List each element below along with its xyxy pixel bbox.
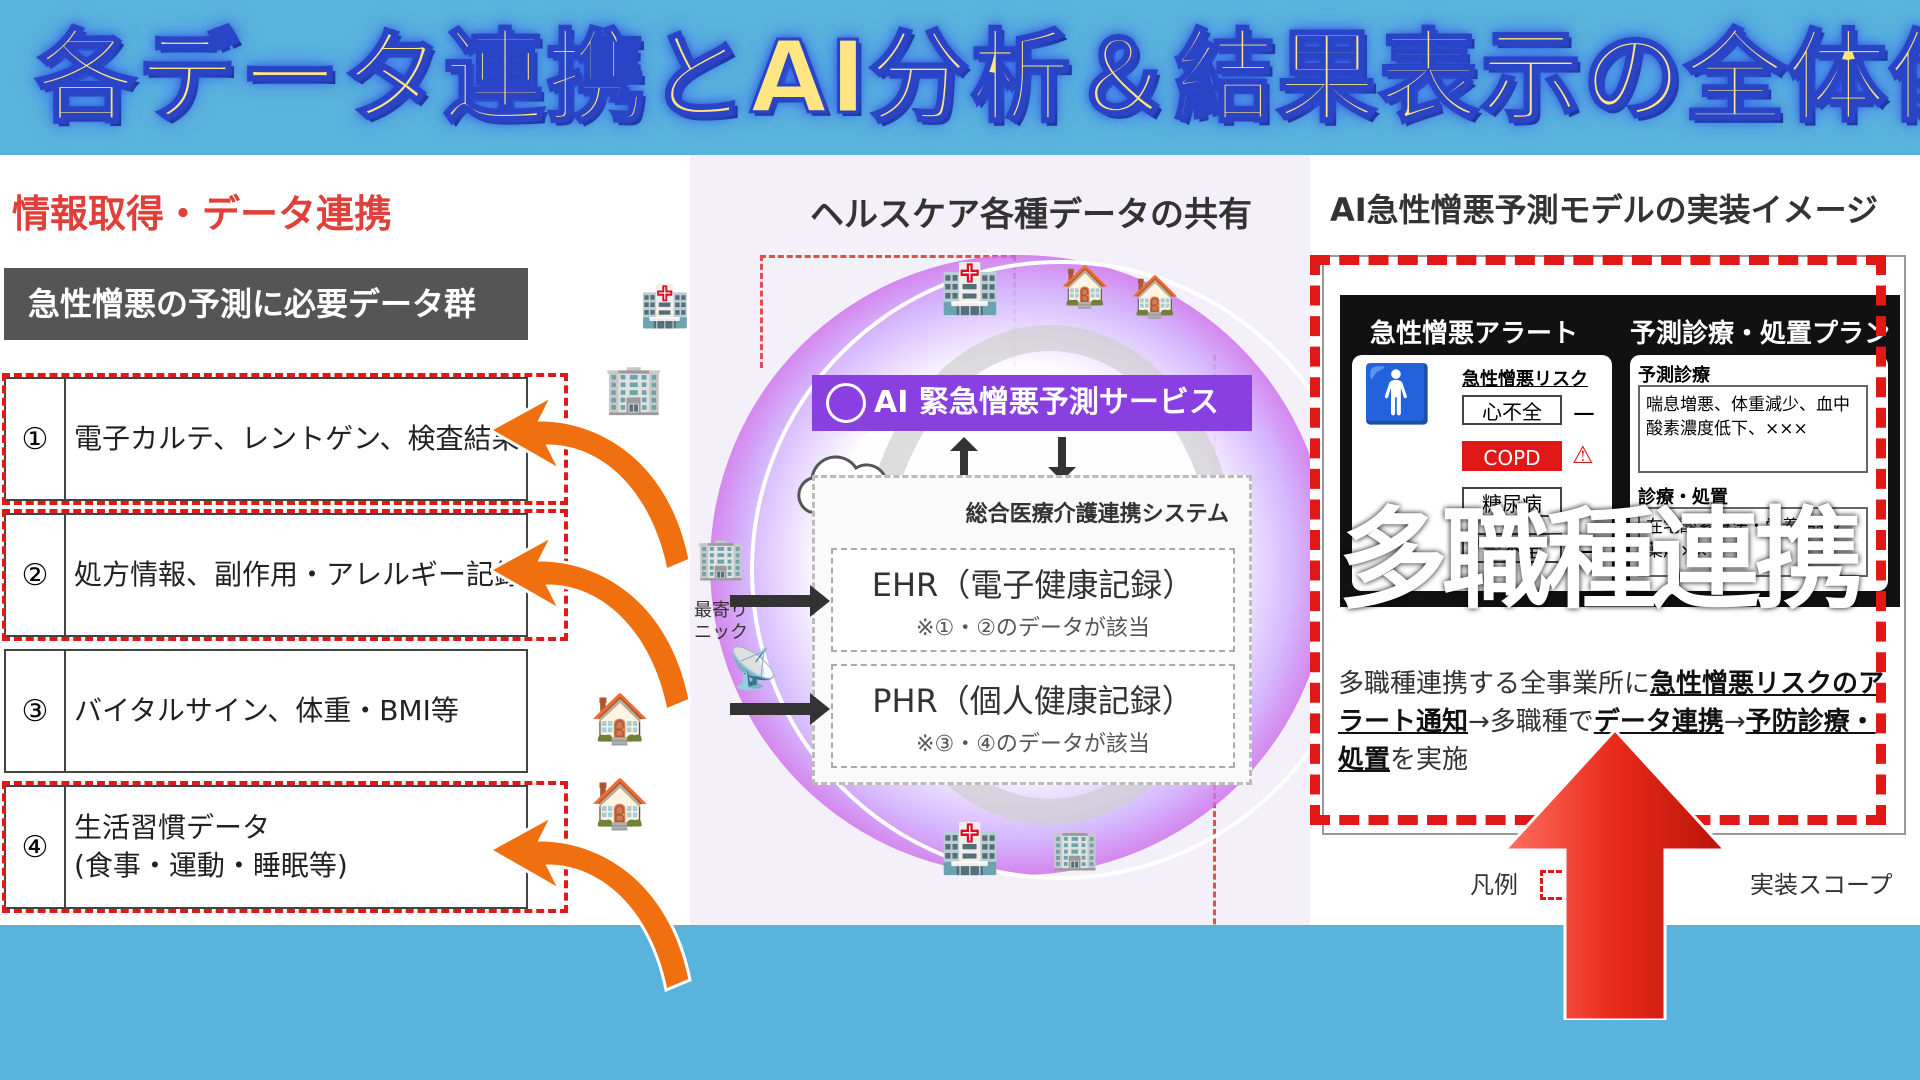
hospital-icon: 🏥 (940, 261, 1000, 317)
data-row-4: ④ 生活習慣データ (食事・運動・睡眠等) (4, 785, 528, 909)
risk-copd: COPD (1462, 441, 1562, 471)
scope-label: 実装スコープ (1750, 871, 1893, 899)
brain-icon (826, 383, 866, 423)
description-text: → (1723, 707, 1746, 737)
row-label: 電子カルテ、レントゲン、検査結果 (74, 422, 520, 455)
data-row-1: ① 電子カルテ、レントゲン、検査結果 (4, 377, 528, 501)
sync-arrows-icon (950, 437, 1076, 481)
row-number: ② (6, 515, 66, 635)
row-label: 処方情報、副作用・アレルギー記録 (74, 558, 523, 591)
risk-title: 急性憎悪リスク (1462, 369, 1588, 390)
curved-arrow-icon (490, 392, 692, 573)
row-label: バイタルサイン、体重・BMI等 (74, 694, 459, 727)
required-data-subheading: 急性憎悪の予測に必要データ群 (4, 268, 528, 340)
description-text: を実施 (1390, 745, 1469, 775)
person-icon: 🚹 (1362, 362, 1432, 427)
risk-mark: ー (1572, 539, 1596, 567)
overlay-caption: 多職種連携 (1338, 496, 1864, 624)
care-facility-icon: 🏢 (1050, 826, 1100, 872)
antenna-icon: 📡 (728, 646, 778, 692)
plan-label-2: 診療・処置 (1638, 487, 1728, 508)
house-icon: 🏠 (590, 691, 650, 747)
warning-icon: ⚠ (1572, 441, 1594, 469)
clinic-label-1: 最寄り (694, 600, 748, 621)
system-title: 総合医療介護連携システム (965, 502, 1229, 527)
risk-diabetes: 糖尿病 (1462, 487, 1562, 517)
house-icon: 🏠 (1060, 264, 1110, 310)
input-arrows-icon (730, 585, 830, 725)
plan-text-2: 在宅酸素療法・栄養指導と薬剤×× (1638, 507, 1868, 577)
title-banner: 各データ連携とAI分析＆結果表示の全体像 (0, 0, 1920, 155)
clinic-label-2: ニック (694, 622, 748, 643)
description-text: 多職種連携する全事業所に (1338, 669, 1651, 699)
legend-label: 凡例 (1470, 871, 1518, 899)
clinic-icon: 🏢 (696, 536, 746, 582)
building-icon: 🏢 (604, 361, 664, 417)
scope-dash-row-4 (2, 781, 568, 913)
plan-text: 喘息増悪、体重減少、血中酸素濃度低下、××× (1638, 385, 1868, 473)
orange-arrows (490, 392, 692, 993)
row-sublabel: (食事・運動・睡眠等) (74, 849, 348, 882)
risk-card: 🚹 急性憎悪リスク 心不全 COPD 糖尿病 腎不全 ー ⚠ ー (1352, 355, 1612, 591)
implementation-heading: AI急性憎悪予測モデルの実装イメージ (1330, 191, 1879, 229)
plan-header: 予測診療・処置プラン (1630, 319, 1891, 349)
scope-dash-row-2 (2, 509, 568, 641)
clinic-label: 最寄り ニック (694, 600, 748, 644)
integrated-care-system: 総合医療介護連携システム EHR（電子健康記録） ※①・②のデータが該当 PHR… (812, 475, 1252, 785)
data-sharing-panel: ヘルスケア各種データの共有 🏥 🏠 🏠 AI 緊急憎悪予測サービス 総合医療介護… (690, 155, 1310, 925)
plan-card: 予測診療 喘息増悪、体重減少、血中酸素濃度低下、××× 診療・処置 在宅酸素療法… (1630, 355, 1888, 591)
page-title: 各データ連携とAI分析＆結果表示の全体像 (35, 18, 1920, 138)
hospital-icon: 🏥 (640, 284, 690, 330)
ehr-box: EHR（電子健康記録） ※①・②のデータが該当 (831, 548, 1235, 652)
alert-screen: 急性憎悪アラート 予測診療・処置プラン 🚹 急性憎悪リスク 心不全 COPD 糖… (1340, 295, 1900, 607)
phr-title: PHR（個人健康記録） (872, 682, 1194, 720)
description-emphasis: 急性憎悪リスクのアラート通知 (1338, 669, 1885, 737)
data-acquisition-panel: 情報取得・データ連携 急性憎悪の予測に必要データ群 ① 電子カルテ、レントゲン、… (0, 155, 690, 925)
alert-header: 急性憎悪アラート (1370, 319, 1579, 349)
phr-box: PHR（個人健康記録） ※③・④のデータが該当 (831, 664, 1235, 768)
data-sharing-heading: ヘルスケア各種データの共有 (810, 195, 1252, 235)
description-emphasis: 予防診療・処置 (1338, 707, 1876, 775)
red-up-arrow-icon (1505, 730, 1725, 1020)
phr-note: ※③・④のデータが該当 (916, 732, 1150, 757)
risk-heart-failure: 心不全 (1462, 395, 1562, 425)
hospital-icon: 🏥 (940, 821, 1000, 877)
ai-prediction-service: AI 緊急憎悪予測サービス (812, 375, 1252, 431)
implementation-description: 多職種連携する全事業所に急性憎悪リスクのアラート通知→多職種でデータ連携→予防診… (1338, 665, 1898, 779)
ehr-title: EHR（電子健康記録） (871, 566, 1195, 604)
row-label: 生活習慣データ (74, 811, 271, 844)
row-number: ④ (6, 787, 66, 907)
plan-label: 予測診療 (1638, 365, 1710, 386)
risk-mark: ー (1572, 401, 1596, 429)
data-row-2: ② 処方情報、副作用・アレルギー記録 (4, 513, 528, 637)
data-row-3: ③ バイタルサイン、体重・BMI等 (4, 649, 528, 773)
curved-arrow-icon (490, 532, 692, 713)
ai-service-label: AI 緊急憎悪予測サービス (874, 385, 1219, 420)
highlight-circle (750, 260, 1310, 880)
data-acquisition-heading: 情報取得・データ連携 (12, 192, 393, 236)
scope-dash-row-1 (2, 373, 568, 505)
house-icon: 🏠 (590, 776, 650, 832)
risk-kidney-failure: 腎不全 (1462, 533, 1562, 563)
row-number: ③ (6, 651, 66, 771)
description-text: →多職種で (1468, 707, 1594, 737)
ehr-note: ※①・②のデータが該当 (916, 616, 1150, 641)
home-care-icon: 🏠 (1130, 274, 1180, 320)
curved-arrow-icon (490, 812, 692, 993)
row-number: ① (6, 379, 66, 499)
